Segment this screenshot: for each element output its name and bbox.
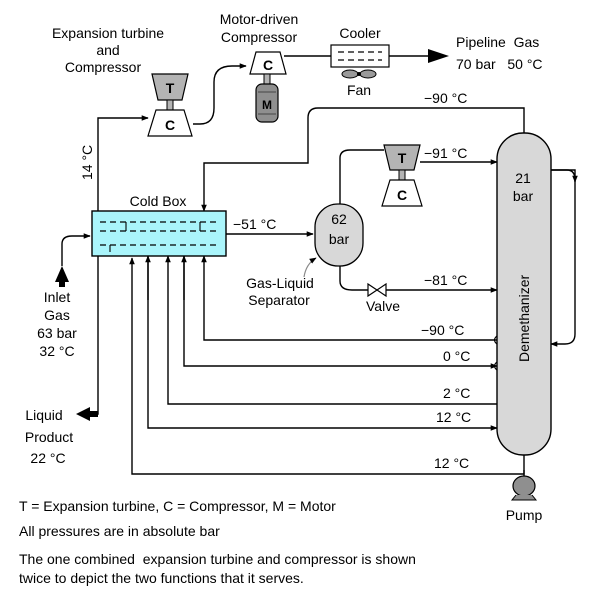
fan-icon [341, 69, 377, 79]
demethanizer-column [496, 132, 552, 456]
crossing-1 [493, 335, 498, 345]
motor-letter: M [262, 98, 272, 112]
note-line-2: twice to depict the two functions that i… [19, 570, 304, 586]
crossing-2 [493, 361, 498, 371]
legend-line-1: T = Expansion turbine, C = Compressor, M… [19, 498, 336, 514]
label-liquid-1: Liquid [25, 407, 62, 423]
pipe-column-overhead [201, 107, 525, 212]
motor-compressor [249, 51, 287, 75]
label-pipeline-1: Pipeline Gas [456, 34, 539, 50]
compressor-letter-top: C [165, 117, 175, 133]
cold-box-inner [109, 222, 201, 252]
cooler-coil [338, 51, 382, 61]
label-separator-p2: bar [329, 231, 350, 247]
gas-liquid-separator [314, 203, 364, 267]
label-fan: Fan [347, 82, 371, 98]
exp-turbine-top [151, 73, 189, 101]
exp-compressor-right [381, 179, 423, 207]
label-column-p1: 21 [515, 170, 531, 186]
temp-2c: 2 °C [443, 385, 470, 401]
liquid-arrow-stem [89, 411, 98, 417]
separator-pointer [303, 257, 317, 278]
compressor-letter-motor: C [263, 57, 273, 73]
label-separator-1: Gas-Liquid [246, 275, 314, 291]
label-cooler: Cooler [339, 25, 381, 41]
label-inlet-1: Inlet [44, 289, 71, 305]
motor-body [255, 83, 279, 123]
temp-0c: 0 °C [443, 348, 470, 364]
label-cold-box: Cold Box [130, 193, 187, 209]
pipe-liquid-product [88, 256, 99, 415]
label-demethanizer: Demethanizer [516, 275, 532, 362]
pipe-compressor-to-motor-compressor [193, 63, 247, 125]
exp-shaft-top [166, 99, 174, 111]
compressor-letter-right: C [397, 187, 407, 203]
pipe-12c-upper [147, 256, 498, 431]
label-14c: 14 °C [79, 145, 95, 180]
pipe-2c [165, 255, 497, 405]
temp-12c-upper: 12 °C [436, 409, 471, 425]
pipe-minus90-return [201, 255, 497, 341]
temp-turbine-out: −91 °C [424, 145, 467, 161]
label-column-p2: bar [513, 188, 534, 204]
label-inlet-3: 63 bar [37, 325, 77, 341]
label-inlet-2: Gas [44, 307, 70, 323]
pipe-separator-to-valve [339, 265, 368, 291]
label-pump: Pump [506, 507, 543, 523]
exp-turbine-right [383, 144, 421, 171]
liquid-arrow-icon [76, 407, 90, 421]
temp-coldbox-out: −51 °C [233, 216, 276, 232]
pipe-side-loop-top [551, 169, 578, 183]
temp-valve-out: −81 °C [424, 272, 467, 288]
temp-minus90-return: −90 °C [421, 322, 464, 338]
label-exp-turbine-3: Compressor [65, 59, 142, 75]
label-exp-turbine-2: and [96, 42, 119, 58]
label-separator-p1: 62 [331, 211, 347, 227]
exp-compressor-top [147, 109, 193, 137]
temp-12c-bottom: 12 °C [434, 455, 469, 471]
pipeline-arrow-icon [428, 49, 449, 63]
pipe-separator-to-turbine [339, 149, 384, 205]
label-exp-turbine-1: Expansion turbine [52, 25, 164, 41]
exp-shaft-right [398, 169, 406, 181]
turbine-letter-top: T [166, 80, 175, 96]
inlet-arrow-icon [55, 266, 69, 282]
temp-overhead: −90 °C [424, 90, 467, 106]
valve-icon [367, 282, 387, 298]
pump-icon [510, 475, 538, 501]
legend-line-2: All pressures are in absolute bar [19, 523, 220, 539]
label-separator-2: Separator [248, 292, 310, 308]
pipe-side-loop [550, 169, 576, 347]
note-line-1: The one combined expansion turbine and c… [19, 551, 416, 567]
label-liquid-3: 22 °C [30, 450, 65, 466]
motor-shaft [263, 73, 271, 85]
inlet-arrow-stem [59, 280, 65, 287]
label-liquid-2: Product [25, 429, 73, 445]
label-inlet-4: 32 °C [39, 343, 74, 359]
label-valve: Valve [366, 298, 400, 314]
turbine-letter-right: T [398, 150, 407, 166]
label-motor-comp-2: Compressor [221, 29, 298, 45]
cold-box [91, 210, 227, 257]
label-pipeline-2: 70 bar 50 °C [456, 56, 543, 72]
cooler [330, 44, 390, 68]
pipe-inlet [61, 233, 91, 266]
label-motor-comp-1: Motor-driven [220, 11, 299, 27]
pipe-coldbox-to-compressor [97, 115, 149, 213]
